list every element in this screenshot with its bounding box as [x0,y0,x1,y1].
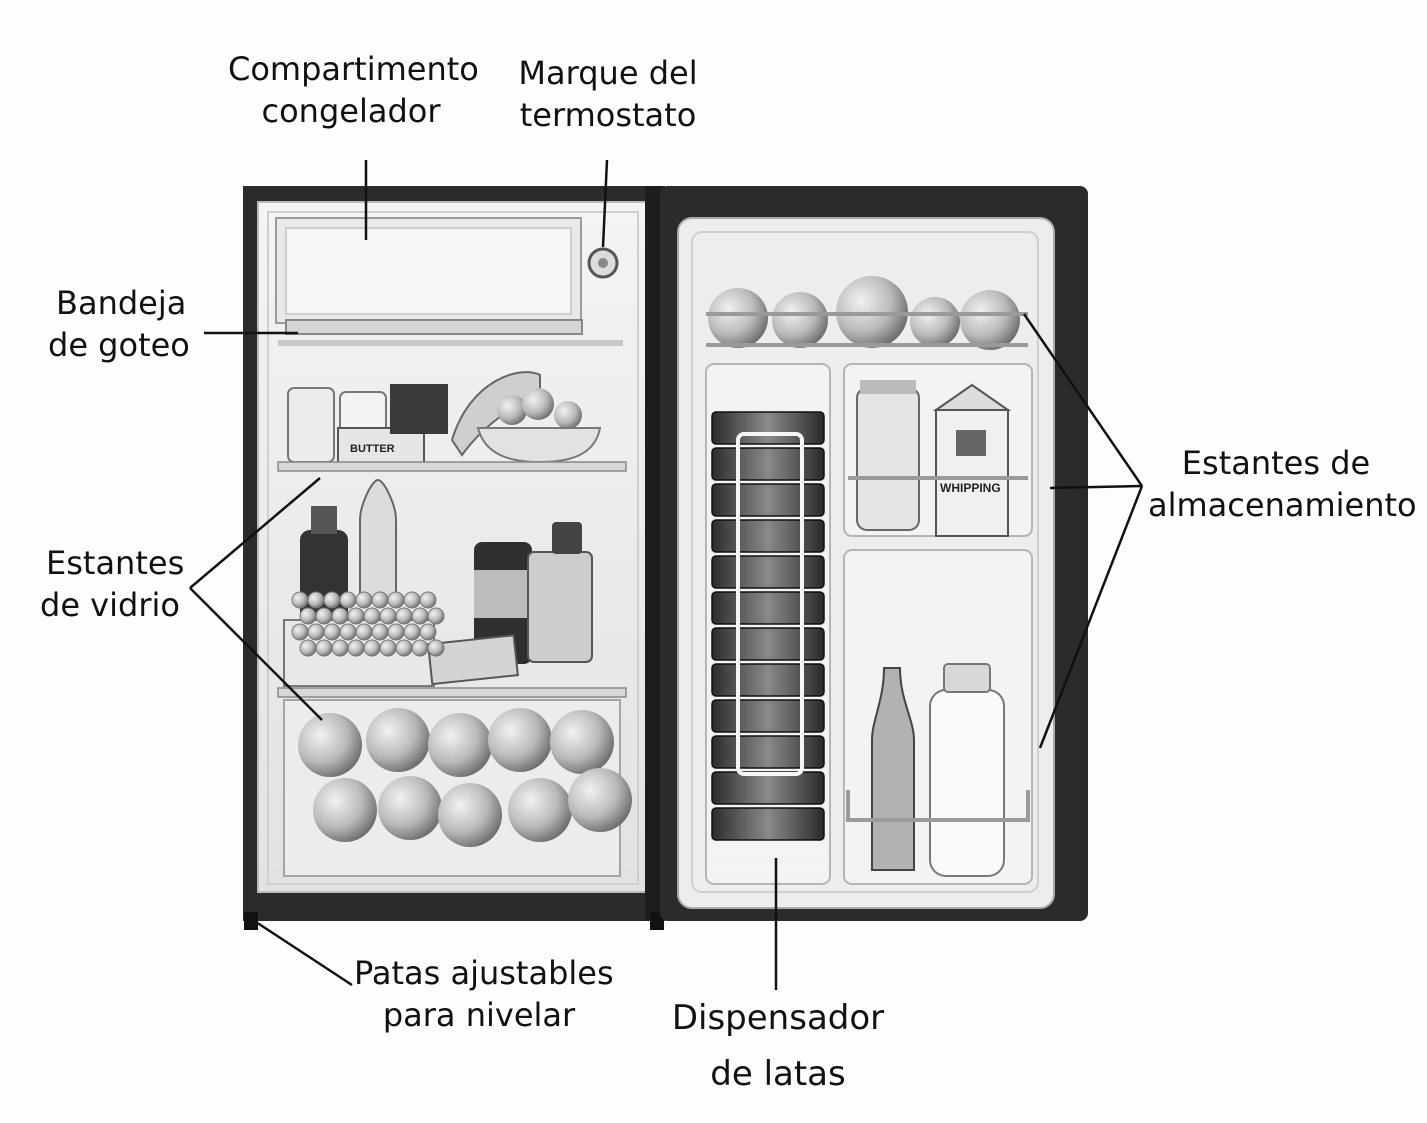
grape [323,623,341,641]
glass-shelves-label: Estantes de vidrio [40,542,184,626]
apple [550,710,614,774]
grape [387,623,405,641]
grape [411,607,429,625]
grape [291,591,309,609]
grape [299,639,317,657]
grape [411,639,429,657]
can [711,699,825,733]
leveling-legs [244,912,664,930]
legs-label-line2: para nivelar [382,996,576,1034]
apple [428,713,492,777]
freezer-compartment-label: Compartimento congelador [228,48,479,132]
apple [366,708,430,772]
freezer-label-line1: Compartimento [228,50,479,88]
storage-label-line1: Estantes de [1181,444,1371,482]
can [711,483,825,517]
can [711,627,825,661]
can-dispenser-label: Dispensador de latas [662,990,894,1102]
grape [299,607,317,625]
can [711,807,825,841]
leveling-legs-label: Patas ajustables para nivelar [354,952,614,1036]
apple [438,783,502,847]
can [711,411,825,445]
drip-tray [278,319,623,346]
door-top-rail [706,312,1028,347]
grape [403,591,421,609]
freezer-label-line2: congelador [261,92,441,130]
crisper-fruit [298,708,632,847]
grape [323,591,341,609]
thermostat-label: Marque del termostato [510,52,706,136]
can-dispenser [712,432,826,868]
grape [403,623,421,641]
freezer-compartment [275,217,582,324]
can [711,735,825,769]
can [711,591,825,625]
grape [379,639,397,657]
thermostat-dial [587,247,619,279]
drip-tray-label: Bandeja de goteo [48,282,190,366]
door-rails [846,476,1030,822]
grape [355,623,373,641]
grape [371,591,389,609]
grape [371,623,389,641]
grape [307,591,325,609]
grape [347,607,365,625]
grape [339,623,357,641]
grape [419,591,437,609]
apple [313,778,377,842]
dispenser-label-line1: Dispensador [671,998,885,1038]
glass-label-line1: Estantes [46,544,185,582]
storage-label-line2: almacenamiento [1148,486,1417,524]
grape [363,639,381,657]
can [711,555,825,589]
grapes [291,591,445,657]
thermostat-label-line2: termostato [519,96,697,134]
grape [363,607,381,625]
can [711,447,825,481]
grape [307,623,325,641]
grape [315,607,333,625]
glass-label-line2: de vidrio [40,586,180,624]
drip-label-line2: de goteo [48,326,190,364]
grape [331,607,349,625]
glass-shelves [277,461,627,698]
upper-shelf-items [287,371,602,465]
whipping-text: WHIPPING [940,481,1001,495]
apple [508,778,572,842]
grape [291,623,309,641]
grape [315,639,333,657]
grape [379,607,397,625]
grape [387,591,405,609]
grape [339,591,357,609]
apple [298,713,362,777]
grape [331,639,349,657]
grape [347,639,365,657]
butter-text: BUTTER [350,443,395,455]
apple [488,708,552,772]
leader-lines [189,159,1144,990]
thermostat-label-line1: Marque del [518,54,698,92]
can [711,771,825,805]
can [711,519,825,553]
grape [419,623,437,641]
grape [395,639,413,657]
grape [395,607,413,625]
grape [427,639,445,657]
legs-label-line1: Patas ajustables [354,954,614,992]
drip-label-line1: Bandeja [56,284,187,322]
storage-shelves-label: Estantes de almacenamiento [1148,442,1417,526]
can [711,663,825,697]
dispenser-label-line2: de latas [710,1054,846,1094]
grape [427,607,445,625]
apple [568,768,632,832]
apple [378,776,442,840]
grape [355,591,373,609]
